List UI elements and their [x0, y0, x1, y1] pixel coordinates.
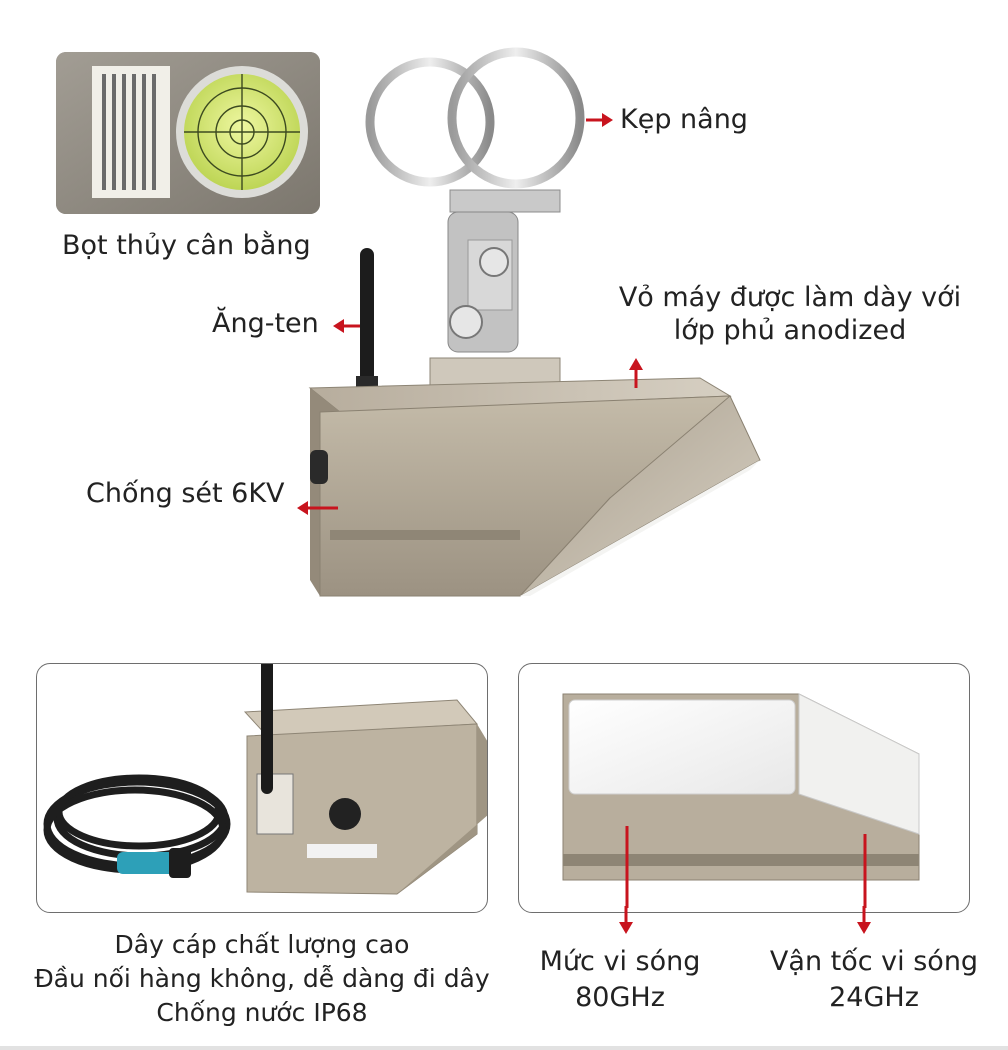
- cable-photo-box: [36, 663, 488, 913]
- housing-label-line1: Vỏ máy được làm dày với: [618, 282, 962, 313]
- arrow-left-icon: [297, 501, 338, 515]
- microwave-level-line1: Mức vi sóng: [539, 946, 701, 977]
- housing-label-line2: lớp phủ anodized: [673, 315, 907, 346]
- microwave-speed-line1: Vận tốc vi sóng: [769, 946, 979, 977]
- clamp-label: Kẹp nâng: [620, 104, 748, 135]
- arrow-right-icon: [586, 113, 613, 127]
- cable-label-line1: Dây cáp chất lượng cao: [114, 930, 410, 959]
- bottom-divider: [0, 1046, 1008, 1050]
- microwave-level-label: Mức vi sóng 80GHz: [520, 944, 720, 1016]
- microwave-level-line2: 80GHz: [575, 982, 665, 1013]
- antenna-label: Ăng-ten: [212, 308, 319, 339]
- housing-label: Vỏ máy được làm dày với lớp phủ anodized: [610, 282, 970, 346]
- bubble-level-label: Bọt thủy cân bằng: [62, 230, 311, 261]
- cable-label-line2: Đầu nối hàng không, dễ dàng đi dây: [34, 964, 490, 993]
- microwave-speed-label: Vận tốc vi sóng 24GHz: [754, 944, 994, 1016]
- bubble-level-photo: [56, 52, 320, 214]
- arrow-down-icon: [619, 906, 633, 934]
- arrow-up-icon: [629, 358, 643, 388]
- radar-sensor-main-image: [308, 47, 761, 597]
- sensor-face-photo-box: [518, 663, 970, 913]
- cable-label-line3: Chống nước IP68: [156, 998, 368, 1027]
- arrow-down-icon: [857, 906, 871, 934]
- lightning-label: Chống sét 6KV: [86, 478, 285, 509]
- microwave-speed-line2: 24GHz: [829, 982, 919, 1013]
- cable-label: Dây cáp chất lượng cao Đầu nối hàng khôn…: [20, 928, 504, 1030]
- arrow-left-icon: [333, 319, 360, 333]
